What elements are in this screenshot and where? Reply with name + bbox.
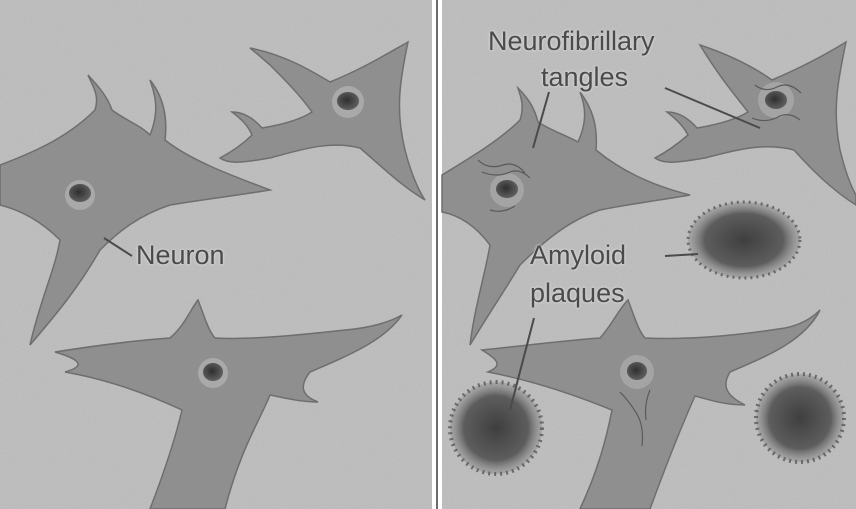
neuron-label: Neuron [136, 240, 225, 270]
plaques-label-line1: Amyloid [530, 240, 626, 270]
alzheimers-nucleus-left [496, 180, 518, 198]
alzheimers-panel [442, 0, 856, 509]
plaques-label-line2: plaques [530, 278, 625, 308]
alzheimers-nucleus-bottom [627, 362, 647, 380]
tangles-label-line2: tangles [541, 62, 628, 92]
amyloid-plaque-bottom-right [756, 374, 844, 462]
healthy-nucleus-left [69, 184, 91, 202]
alzheimers-nucleus-top-right [765, 91, 787, 109]
amyloid-plaque-bottom-left [450, 382, 542, 474]
healthy-nucleus-bottom [203, 363, 223, 381]
healthy-nucleus-top-right [337, 92, 359, 110]
amyloid-plaque-center [688, 202, 800, 278]
tangles-label-line1: Neurofibrillary [488, 26, 655, 56]
